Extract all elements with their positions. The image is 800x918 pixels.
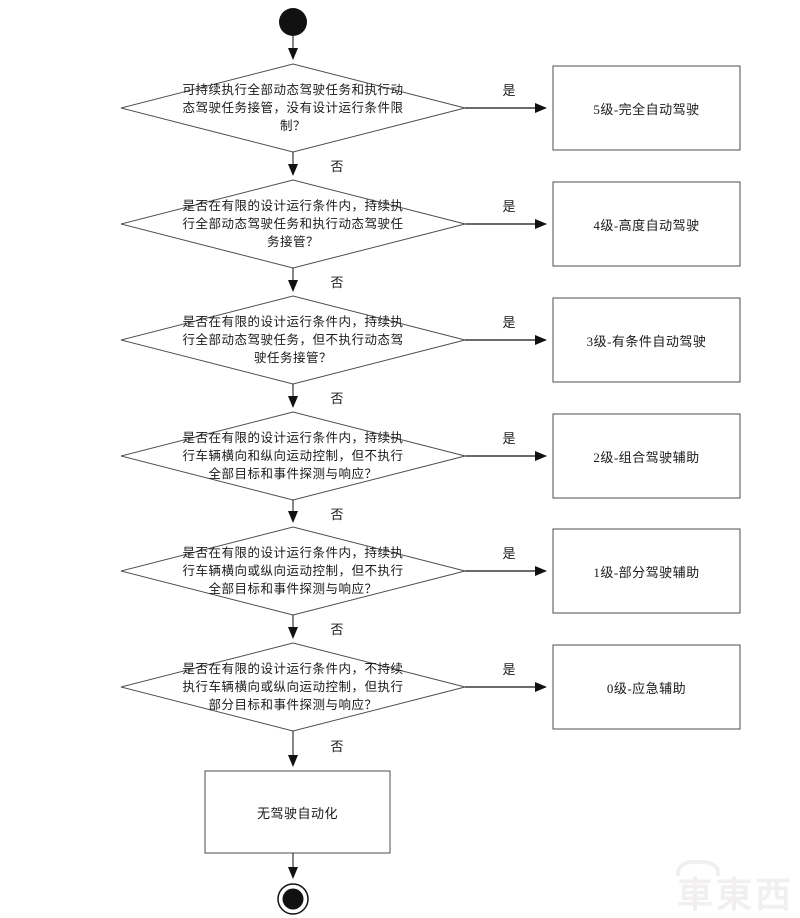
yes-label-2: 是 xyxy=(502,199,516,214)
start-node xyxy=(279,8,307,36)
no-label-6: 否 xyxy=(330,739,344,754)
no-label-1: 否 xyxy=(330,159,344,174)
result-label-1: 5级-完全自动驾驶 xyxy=(593,101,700,117)
decision-question-6: 是否在有限的设计运行条件内，不持续执行车辆横向或纵向运动控制，但执行部分目标和事… xyxy=(182,661,404,713)
no-label-4: 否 xyxy=(330,507,344,522)
decision-question-3: 是否在有限的设计运行条件内，持续执行全部动态驾驶任务，但不执行动态驾驶任务接管？ xyxy=(182,314,404,366)
decision-question-5: 是否在有限的设计运行条件内，持续执行车辆横向或纵向运动控制，但不执行全部目标和事… xyxy=(182,545,404,597)
watermark: 車東西 xyxy=(676,874,794,915)
no-label-3: 否 xyxy=(330,391,344,406)
decision-question-2: 是否在有限的设计运行条件内，持续执行全部动态驾驶任务和执行动态驾驶任务接管？ xyxy=(182,198,404,250)
result-box-3 xyxy=(552,297,741,383)
yes-label-5: 是 xyxy=(502,546,516,561)
no-label-5: 否 xyxy=(330,622,344,637)
result-box-6 xyxy=(552,644,741,730)
result-label-4: 2级-组合驾驶辅助 xyxy=(593,449,700,465)
result-box-4 xyxy=(552,413,741,499)
terminal-label: 无驾驶自动化 xyxy=(256,805,338,821)
decision-question-4: 是否在有限的设计运行条件内，持续执行车辆横向和纵向运动控制，但不执行全部目标和事… xyxy=(182,430,404,482)
yes-label-3: 是 xyxy=(502,315,516,330)
end-node xyxy=(282,888,304,910)
no-label-2: 否 xyxy=(330,275,344,290)
result-label-2: 4级-高度自动驾驶 xyxy=(593,217,700,233)
result-label-3: 3级-有条件自动驾驶 xyxy=(586,333,707,349)
result-box-5 xyxy=(552,528,741,614)
result-box-2 xyxy=(552,181,741,267)
decision-question-1: 可持续执行全部动态驾驶任务和执行动态驾驶任务接管，没有设计运行条件限制？ xyxy=(182,82,404,134)
yes-label-1: 是 xyxy=(502,83,516,98)
terminal-box xyxy=(204,770,391,854)
result-label-5: 1级-部分驾驶辅助 xyxy=(593,564,700,580)
watermark-car-icon xyxy=(676,860,720,876)
result-box-1 xyxy=(552,65,741,151)
yes-label-4: 是 xyxy=(502,431,516,446)
yes-label-6: 是 xyxy=(502,662,516,677)
result-label-6: 0级-应急辅助 xyxy=(606,680,687,696)
